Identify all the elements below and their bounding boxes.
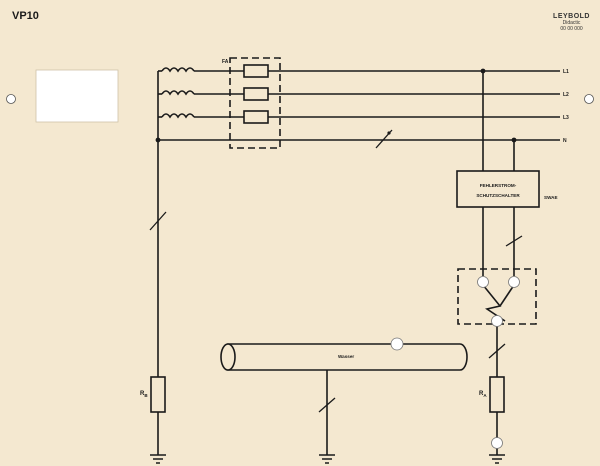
rcd-label-line2: SCHUTZSCHALTER [476, 193, 520, 198]
fuse-l1 [243, 64, 269, 78]
logo-name: LEYBOLD [553, 13, 590, 20]
label-l2: L2 [563, 92, 569, 98]
manufacturer-logo: LEYBOLD Didactic 00 00 000 [553, 13, 590, 32]
rcd-label-line1: FEHLERSTROM- [480, 183, 517, 188]
coil-l3 [161, 113, 195, 119]
logo-line3: 00 00 000 [560, 26, 583, 32]
label-fuses: FA [222, 59, 229, 65]
sockets [477, 276, 520, 449]
label-ra: RA [479, 391, 487, 398]
mounting-hole-left [6, 94, 16, 104]
label-ra-sub: A [483, 393, 487, 398]
socket-device-n [508, 276, 520, 288]
fuse-enclosure [229, 57, 281, 149]
fuse-l3 [243, 110, 269, 124]
resistor-ra [489, 376, 505, 413]
mounting-hole-right [584, 94, 594, 104]
rcd-tag: SWAE [544, 195, 558, 200]
socket-earth-right [491, 437, 503, 449]
socket-pipe [390, 337, 404, 351]
label-n: N [563, 138, 567, 144]
fault-symbol [482, 284, 515, 322]
pipe-label: Wasser [338, 354, 354, 359]
label-rb-main: R [140, 391, 145, 397]
resistor-rb [150, 376, 166, 413]
ground-right [489, 454, 505, 464]
label-plate [35, 69, 119, 123]
conductor-marks [149, 129, 523, 413]
rcd-box [456, 170, 540, 208]
fuses [243, 64, 269, 124]
panel-title: VP10 [12, 10, 39, 22]
label-ra-main: R [479, 391, 484, 397]
socket-device-pe [491, 315, 503, 327]
label-l1: L1 [563, 69, 569, 75]
coil-l2 [161, 90, 195, 96]
label-rb: RB [140, 391, 148, 398]
water-pipe [220, 337, 468, 371]
ground-symbols [150, 454, 505, 464]
socket-device-l [477, 276, 489, 288]
logo-line2: Didactic [562, 20, 581, 26]
junctions [155, 68, 517, 143]
ground-pipe [319, 454, 335, 464]
label-l3: L3 [563, 115, 569, 121]
fuse-l2 [243, 87, 269, 101]
coil-l1 [161, 67, 195, 73]
ground-left [150, 454, 166, 464]
label-rb-sub: B [144, 393, 148, 398]
